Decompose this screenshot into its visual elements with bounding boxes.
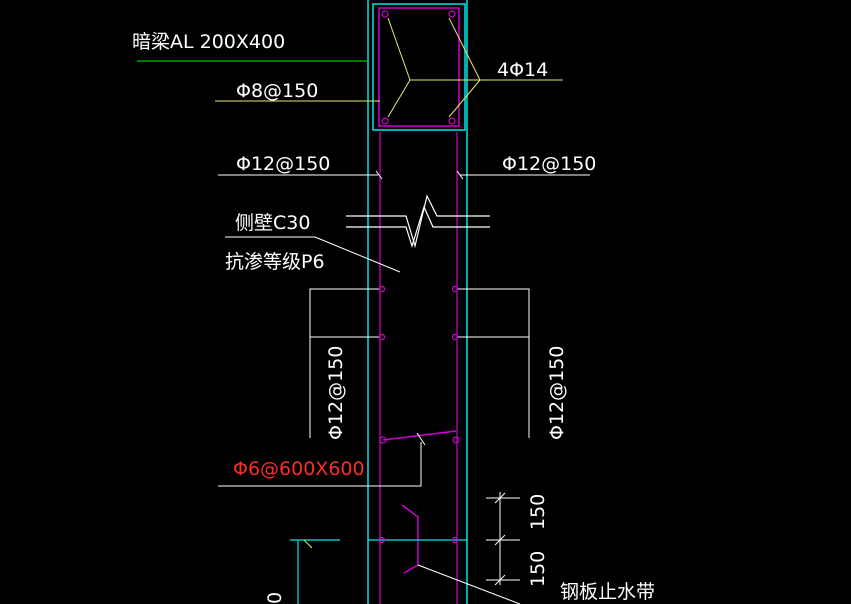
vertical-right-label: Φ12@150 xyxy=(546,346,568,440)
tie-bar-label: Φ6@600X600 xyxy=(233,458,365,480)
dimension-upper-label: 150 xyxy=(527,494,549,530)
horizontal-rebar-callouts xyxy=(218,170,590,180)
vertical-left-label: Φ12@150 xyxy=(325,346,347,440)
vertical-right-bracket xyxy=(457,288,530,438)
leader-line xyxy=(448,79,481,118)
tie-bar-leader xyxy=(218,442,422,487)
bar-dot xyxy=(451,536,459,544)
beam-main-bars xyxy=(381,10,456,125)
tie-bar xyxy=(382,430,457,441)
tie-bar-hook-left xyxy=(379,436,387,444)
vertical-rebar-dots xyxy=(378,285,459,341)
wall-concrete-label: 侧壁C30 xyxy=(235,212,310,234)
leader-line xyxy=(387,17,411,81)
leader-line xyxy=(448,17,481,81)
beam-bar-leaders xyxy=(215,17,563,118)
dimension-slash xyxy=(494,492,506,504)
bar-dot xyxy=(448,117,456,125)
waterstop-label: 钢板止水带 xyxy=(560,581,655,603)
beam-label: 暗梁AL 200X400 xyxy=(132,31,285,53)
tie-bar-leader-tick xyxy=(416,432,426,446)
bar-dot xyxy=(378,333,386,341)
edge-value-label: 0 xyxy=(264,592,286,604)
dimension-slash xyxy=(494,574,506,586)
steel-waterstop xyxy=(401,504,419,574)
bar-dot xyxy=(381,117,389,125)
vertical-left-bracket xyxy=(309,288,380,438)
stirrup-label: Φ8@150 xyxy=(236,80,318,102)
slab-tick xyxy=(303,539,313,549)
seepage-grade-label: 抗渗等级P6 xyxy=(225,251,325,273)
beam-section-outline xyxy=(372,3,466,131)
tie-bar-hook-right xyxy=(452,436,460,444)
bar-dot xyxy=(378,285,386,293)
break-line-top xyxy=(346,194,490,249)
bar-dot xyxy=(451,333,459,341)
rebar-right-tick xyxy=(456,170,464,180)
rebar-left-label: Φ12@150 xyxy=(236,153,330,175)
dimension-lower-label: 150 xyxy=(527,551,549,587)
bar-dot xyxy=(378,536,386,544)
main-bars-label: 4Φ14 xyxy=(497,59,548,81)
beam-stirrup-outline xyxy=(378,7,460,127)
break-line-bottom xyxy=(346,205,490,249)
bar-dot xyxy=(448,10,456,18)
bar-dot xyxy=(381,10,389,18)
leader-line xyxy=(387,79,411,118)
rebar-right-label: Φ12@150 xyxy=(502,153,596,175)
concrete-leader xyxy=(314,236,401,273)
bar-dot xyxy=(451,285,459,293)
waterstop-leader xyxy=(417,564,521,604)
dimension-slash xyxy=(494,534,506,546)
wall-vertical-rebars xyxy=(379,132,458,604)
vertical-rebar-callouts xyxy=(309,288,530,438)
rebar-left-tick xyxy=(375,170,383,180)
dimension-lines xyxy=(486,492,520,586)
